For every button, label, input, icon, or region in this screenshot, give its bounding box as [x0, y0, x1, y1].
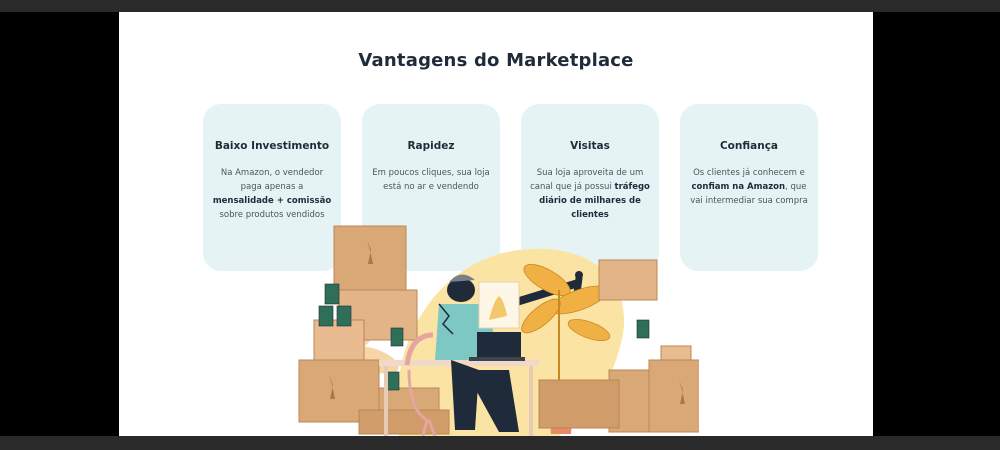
card-title: Confiança — [719, 140, 779, 152]
card-confianca: Confiança Os clientes já conhecem e conf… — [680, 104, 818, 271]
card-body: Em poucos cliques, sua loja está no ar e… — [370, 166, 492, 194]
card-body: Na Amazon, o vendedor paga apenas a mens… — [211, 166, 333, 222]
card-text-bold: confiam na Amazon — [691, 182, 786, 192]
seller-illustration — [298, 225, 699, 436]
slide-title: Vantagens do Marketplace — [358, 50, 634, 71]
card-visitas: Visitas Sua loja aproveita de um canal q… — [521, 104, 659, 271]
card-body: Sua loja aproveita de um canal que já po… — [529, 166, 651, 222]
card-text: Na Amazon, o vendedor paga apenas a — [220, 168, 324, 192]
card-title: Rapidez — [407, 140, 455, 152]
bottom-frame-bar — [0, 436, 1000, 450]
card-text: sobre produtos vendidos — [219, 210, 325, 220]
card-text-bold: tráfego diário de milhares de clientes — [539, 182, 650, 220]
card-text-bold: mensalidade + comissão — [212, 196, 332, 206]
card-baixo-investimento: Baixo Investimento Na Amazon, o vendedor… — [203, 104, 341, 271]
card-title: Visitas — [570, 140, 610, 152]
top-frame-bar — [0, 0, 1000, 12]
card-text: , que vai intermediar sua compra — [690, 182, 808, 206]
card-title: Baixo Investimento — [214, 140, 330, 152]
presentation-slide: Vantagens do Marketplace Baixo Investime… — [119, 12, 873, 436]
card-body: Os clientes já conhecem e confiam na Ama… — [688, 166, 810, 208]
card-text: Sua loja aproveita de um canal que já po… — [530, 168, 644, 192]
card-text: Os clientes já conhecem e — [693, 168, 805, 178]
card-text: Em poucos cliques, sua loja está no ar e… — [372, 168, 490, 192]
